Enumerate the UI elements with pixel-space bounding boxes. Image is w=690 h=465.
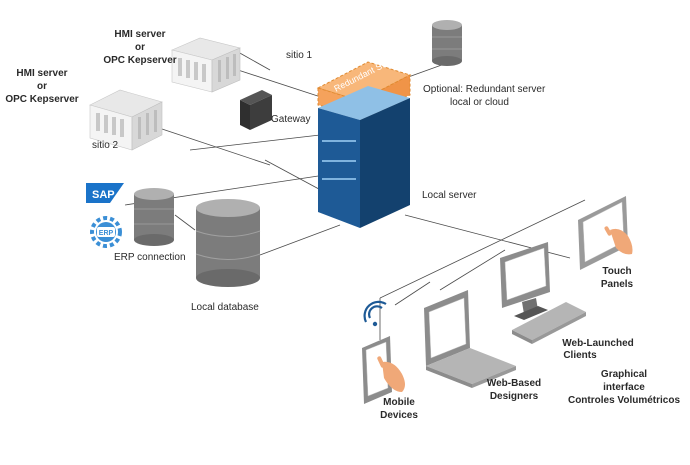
web-launched-line2: Clients	[563, 350, 597, 361]
optional-line2: local or cloud	[450, 97, 509, 108]
touch-panel	[578, 196, 633, 270]
erp-connection-label: ERP connection	[114, 252, 186, 263]
sitio1-label: sitio 1	[286, 50, 313, 61]
local-server	[318, 86, 410, 228]
hmi-top-line1: HMI server	[114, 29, 165, 40]
graphical-line3: Controles Volumétricos	[568, 395, 680, 406]
local-server-label: Local server	[422, 190, 477, 201]
mobile-line1: Mobile	[383, 397, 415, 408]
web-based-line1: Web-Based	[487, 378, 541, 389]
erp-gear-icon: ERP	[90, 216, 122, 248]
optional-cloud-database	[432, 20, 462, 66]
hmi-top-line3: OPC Kepserver	[103, 55, 176, 66]
hmi-left-line3: OPC Kepserver	[5, 94, 78, 105]
svg-text:SAP: SAP	[92, 189, 115, 201]
web-launched-line1: Web-Launched	[562, 338, 633, 349]
touch-line2: Panels	[601, 279, 634, 290]
web-based-line2: Designers	[490, 391, 539, 402]
graphical-line1: Graphical	[601, 369, 647, 380]
erp-database	[134, 188, 174, 246]
laptop	[424, 290, 516, 388]
optional-line1: Optional: Redundant server	[423, 84, 546, 95]
graphical-line2: interface	[603, 382, 645, 393]
sitio2-label: sitio 2	[92, 140, 119, 151]
svg-text:ERP: ERP	[99, 230, 114, 237]
web-launched-client	[500, 242, 586, 344]
gateway-device	[240, 90, 272, 130]
hmi-top-line2: or	[135, 42, 145, 53]
mobile-device	[362, 336, 405, 404]
gateway-label: Gateway	[271, 114, 310, 125]
sap-logo: SAP	[86, 183, 124, 203]
hmi-server-left	[89, 89, 163, 151]
wifi-icon	[363, 300, 387, 327]
hmi-left-line1: HMI server	[16, 68, 67, 79]
mobile-line2: Devices	[380, 410, 418, 421]
local-database-label: Local database	[191, 302, 259, 313]
hmi-server-top	[171, 37, 241, 93]
hmi-left-line2: or	[37, 81, 47, 92]
touch-line1: Touch	[602, 266, 631, 277]
local-database	[195, 199, 261, 287]
